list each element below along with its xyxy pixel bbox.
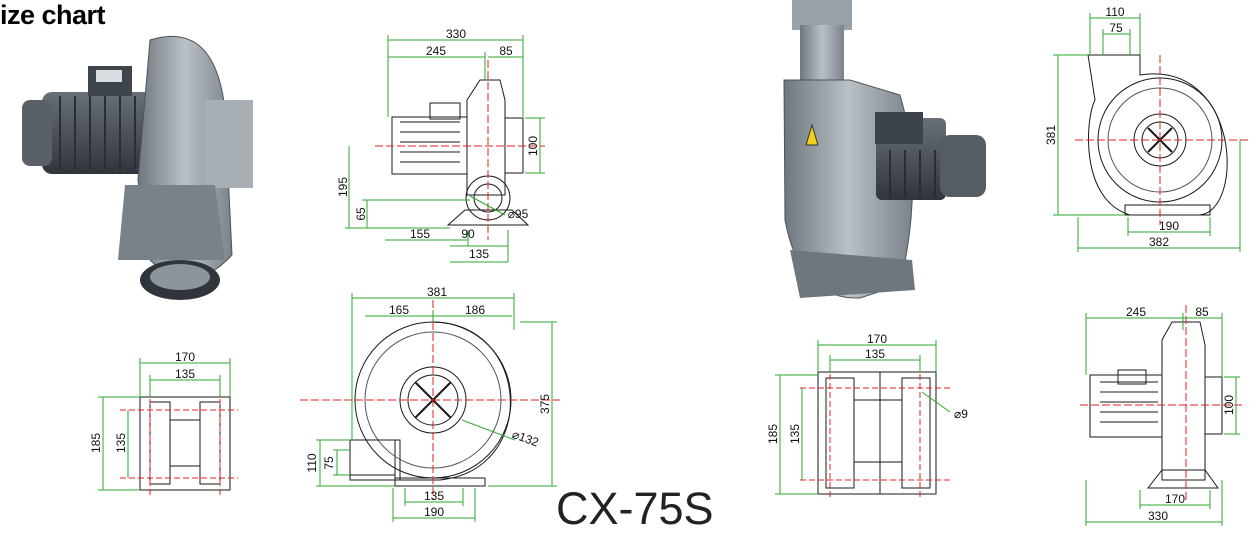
base-plate-drawing-2	[775, 340, 951, 500]
dim-110-b: 110	[1105, 5, 1124, 19]
base-stand	[790, 250, 915, 298]
dim-186: 186	[465, 303, 485, 317]
dim-195: 195	[336, 177, 350, 197]
outlet-pipe	[800, 25, 844, 80]
motor-body	[42, 92, 160, 174]
nameplate	[96, 70, 122, 82]
dim-375: 375	[538, 394, 552, 414]
dim-190-a: 190	[424, 505, 444, 519]
dim-135-f: 135	[788, 424, 802, 444]
dim-75-b: 75	[1109, 21, 1123, 35]
front-view-drawing	[300, 293, 560, 522]
dim-382: 382	[1149, 235, 1169, 249]
dim-135-b: 135	[424, 489, 444, 503]
dim-381-front: 381	[427, 285, 447, 299]
dim-170-a: 170	[175, 350, 195, 364]
dim-170-b: 170	[867, 332, 887, 346]
dim-190-b: 190	[1159, 219, 1179, 233]
dim-155: 155	[410, 227, 430, 241]
dim-dia-95: ⌀95	[508, 207, 529, 221]
dim-245-b: 245	[1126, 305, 1146, 319]
model-number: CX-75S	[556, 483, 714, 534]
base-plate-drawing-1	[98, 358, 238, 495]
blower-photo-1	[22, 35, 253, 300]
dim-135-d: 135	[114, 433, 128, 453]
dim-330-b: 330	[1148, 509, 1168, 523]
dim-90: 90	[461, 227, 475, 241]
motor-fins	[59, 96, 136, 170]
dim-110-a: 110	[305, 453, 319, 472]
dim-85: 85	[499, 44, 513, 58]
dim-165: 165	[389, 303, 409, 317]
dim-245: 245	[426, 44, 446, 58]
inlet-ring	[205, 100, 253, 188]
dim-330-top: 330	[446, 27, 466, 41]
dimension-labels: 330 245 85 100 195 65 155 90 135 ⌀95 381…	[89, 5, 1236, 523]
dim-185-b: 185	[766, 424, 780, 444]
dim-100-b: 100	[1222, 395, 1236, 415]
terminal-box	[875, 112, 923, 144]
base-stand	[118, 185, 225, 260]
dim-381-b: 381	[1044, 125, 1058, 145]
page-title: ize chart	[0, 0, 106, 30]
dim-170-c: 170	[1165, 492, 1185, 506]
dim-100: 100	[526, 136, 540, 156]
front-view-drawing-2	[1053, 13, 1250, 252]
motor-end-cap	[940, 135, 986, 197]
side-view-drawing	[345, 35, 545, 263]
dim-135-e: 135	[865, 347, 885, 361]
dim-65: 65	[354, 207, 368, 221]
side-view-drawing-2	[1080, 305, 1245, 526]
dim-135-a: 135	[469, 247, 489, 261]
motor-end-cap	[22, 100, 52, 166]
dim-dia-9: ⌀9	[954, 407, 968, 421]
warning-label	[805, 123, 819, 146]
dim-135-c: 135	[175, 367, 195, 381]
dim-185-a: 185	[89, 433, 103, 453]
blower-photo-2	[783, 0, 986, 299]
dim-75-a: 75	[322, 456, 336, 470]
dim-85-b: 85	[1195, 305, 1209, 319]
dim-dia-132: ⌀132	[510, 427, 541, 450]
